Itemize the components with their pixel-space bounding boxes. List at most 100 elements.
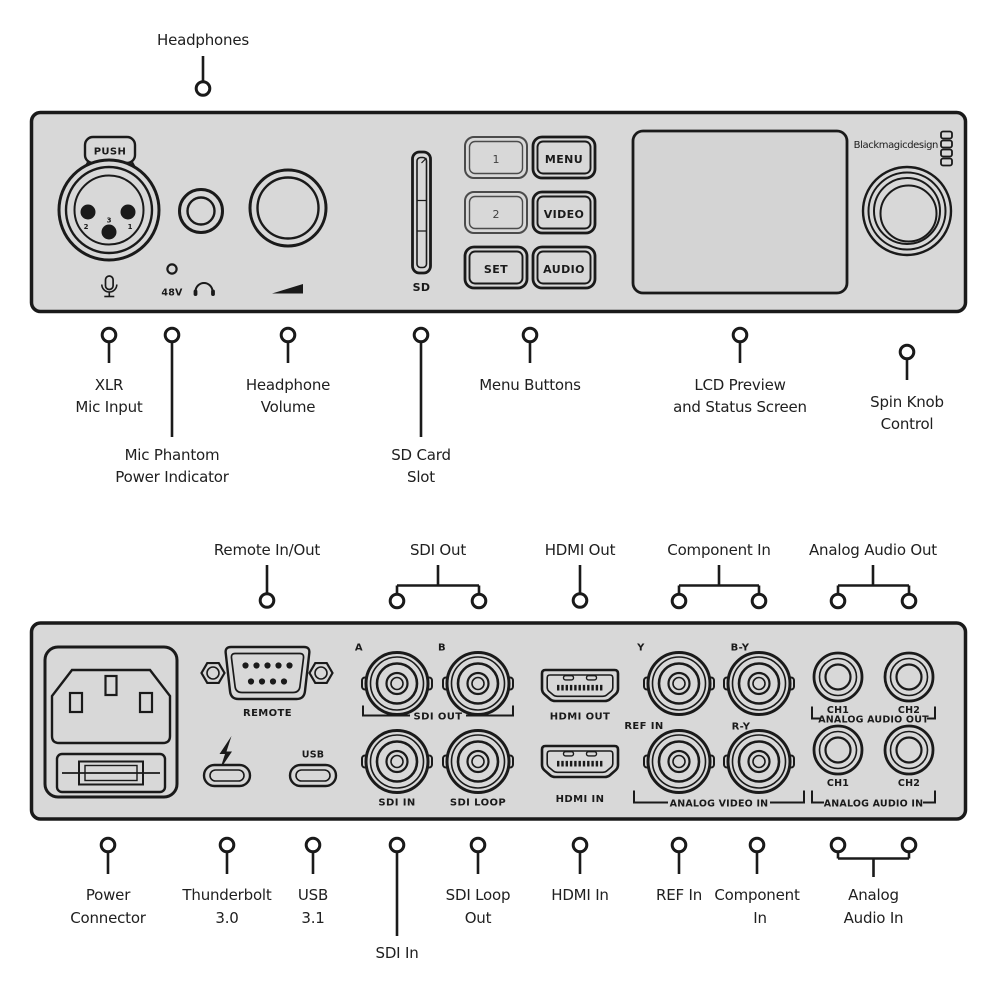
hdmi-out-label: HDMI OUT <box>550 712 610 723</box>
sd-label: SD <box>413 281 431 294</box>
callout-label: Slot <box>407 468 435 486</box>
callout-analog-audio-in: Analog Audio In <box>829 836 918 927</box>
xlr-pin-2 <box>80 204 96 220</box>
button-video-label: VIDEO <box>544 208 585 221</box>
thunderbolt-usb-c <box>202 763 252 788</box>
callout-headphone-volume: Headphone Volume <box>246 326 330 416</box>
volume-knob-outer <box>248 168 328 248</box>
remote-nut-right <box>308 661 334 685</box>
iec-pin-left <box>68 691 84 714</box>
callout-sdi-loop-out: SDI Loop Out <box>446 836 511 927</box>
sd-slot-outline <box>411 150 432 275</box>
b-y-label: B-Y <box>731 643 750 654</box>
callout-sd-card-slot: SD Card Slot <box>391 326 451 486</box>
xlr-pin-1 <box>120 204 136 220</box>
callout-label: SDI Loop <box>446 886 511 904</box>
hdmi-in-label: HDMI IN <box>556 794 605 805</box>
usb-label: USB <box>302 750 324 761</box>
callout-label: Volume <box>261 398 316 416</box>
db9-pins <box>242 662 293 685</box>
callout-label: Remote In/Out <box>214 541 321 559</box>
callout-label: and Status Screen <box>673 398 807 416</box>
callout-usb-3-1: USB 3.1 <box>298 836 328 927</box>
thunderbolt-icon <box>219 736 232 770</box>
button-set-label: SET <box>484 263 508 276</box>
callout-label: Control <box>881 415 934 433</box>
button-1-label: 1 <box>493 153 500 166</box>
thunderbolt-port <box>202 736 252 788</box>
usb-port: USB <box>288 750 338 788</box>
analog-video-in-bracket <box>633 790 805 804</box>
r-y-label: R-Y <box>732 722 751 733</box>
callout-menu-buttons: Menu Buttons <box>479 326 581 394</box>
rear-callouts-above: Remote In/Out SDI Out HDMI Out Component… <box>214 541 938 610</box>
callout-component-in-below: Component In <box>714 836 800 927</box>
power-connector <box>43 645 179 799</box>
callout-label: Power Indicator <box>115 468 229 486</box>
pin-2-label: 2 <box>84 223 89 231</box>
sd-card-detail <box>417 157 427 232</box>
callout-spin-knob-control: Spin Knob Control <box>870 343 944 433</box>
rca-audio-out-ch1 <box>812 651 864 703</box>
pin-1-label: 1 <box>128 223 133 231</box>
audio-out-ch1-label: CH1 <box>827 705 849 716</box>
hdmi-connector-group: HDMI OUT HDMI IN <box>542 670 618 805</box>
callout-sdi-in: SDI In <box>376 836 419 962</box>
rear-panel: REMOTE USB A B SDI OUT SDI IN SDI LO <box>29 621 968 821</box>
lcd-screen <box>631 129 849 295</box>
logo-mark <box>940 139 953 149</box>
callout-label: SDI Out <box>410 541 466 559</box>
y-label: Y <box>636 643 645 654</box>
brand-logo: Blackmagicdesign <box>854 130 953 167</box>
mic-phantom-power-indicator-led: 48V <box>161 263 215 299</box>
headphones-icon <box>193 282 215 296</box>
rear-section: Remote In/Out SDI Out HDMI Out Component… <box>29 541 968 962</box>
phantom-48v-label: 48V <box>161 288 183 299</box>
callout-label: SD Card <box>391 446 451 464</box>
callout-label: LCD Preview <box>694 376 785 394</box>
audio-out-ch2-label: CH2 <box>898 705 920 716</box>
rear-callouts-below: Power Connector Thunderbolt 3.0 USB 3.1 … <box>70 836 918 962</box>
phantom-led <box>166 263 178 275</box>
headphone-volume-knob <box>248 168 328 294</box>
callout-marker <box>194 80 212 97</box>
callout-label: Mic Input <box>75 398 142 416</box>
callout-label: HDMI In <box>551 886 609 904</box>
callout-label: Component <box>714 886 800 904</box>
button-2: 2 <box>464 191 528 234</box>
logo-mark <box>940 130 953 140</box>
blackmagicdesign-logo-text: Blackmagicdesign <box>854 140 938 151</box>
callout-ref-in: REF In <box>656 836 702 904</box>
spin-knob <box>861 165 953 257</box>
rca-audio-out-ch2 <box>883 651 935 703</box>
button-1: 1 <box>464 136 528 179</box>
callout-power-connector: Power Connector <box>70 836 147 927</box>
sdi-in-label: SDI IN <box>378 798 415 809</box>
button-menu: MENU <box>531 135 597 180</box>
callout-label: Component In <box>667 541 770 559</box>
callout-label: 3.0 <box>215 909 238 927</box>
callout-label: Analog <box>848 886 899 904</box>
callout-label: Analog Audio Out <box>809 541 937 559</box>
hdmi-in-port <box>542 746 618 777</box>
jack-inner <box>186 196 216 226</box>
button-2-label: 2 <box>493 208 500 221</box>
callout-remote-in-out: Remote In/Out <box>214 541 321 609</box>
logo-mark <box>940 157 953 167</box>
analog-video-group: Y B-Y REF IN R-Y ANALOG VIDEO IN <box>624 643 805 810</box>
callout-label: XLR <box>95 376 123 394</box>
button-menu-label: MENU <box>545 153 583 166</box>
pin-3-label: 3 <box>107 217 112 225</box>
db9-inner <box>230 652 305 694</box>
callout-label: Out <box>465 909 492 927</box>
sdi-a-label: A <box>355 643 363 654</box>
callout-label: Connector <box>70 909 147 927</box>
analog-audio-out-bracket <box>811 706 936 720</box>
analog-audio-out-label: ANALOG AUDIO OUT <box>818 715 929 726</box>
sd-card-edge <box>416 156 428 269</box>
push-label: PUSH <box>94 147 127 158</box>
callout-label: HDMI Out <box>545 541 616 559</box>
jack-outer <box>178 188 224 234</box>
